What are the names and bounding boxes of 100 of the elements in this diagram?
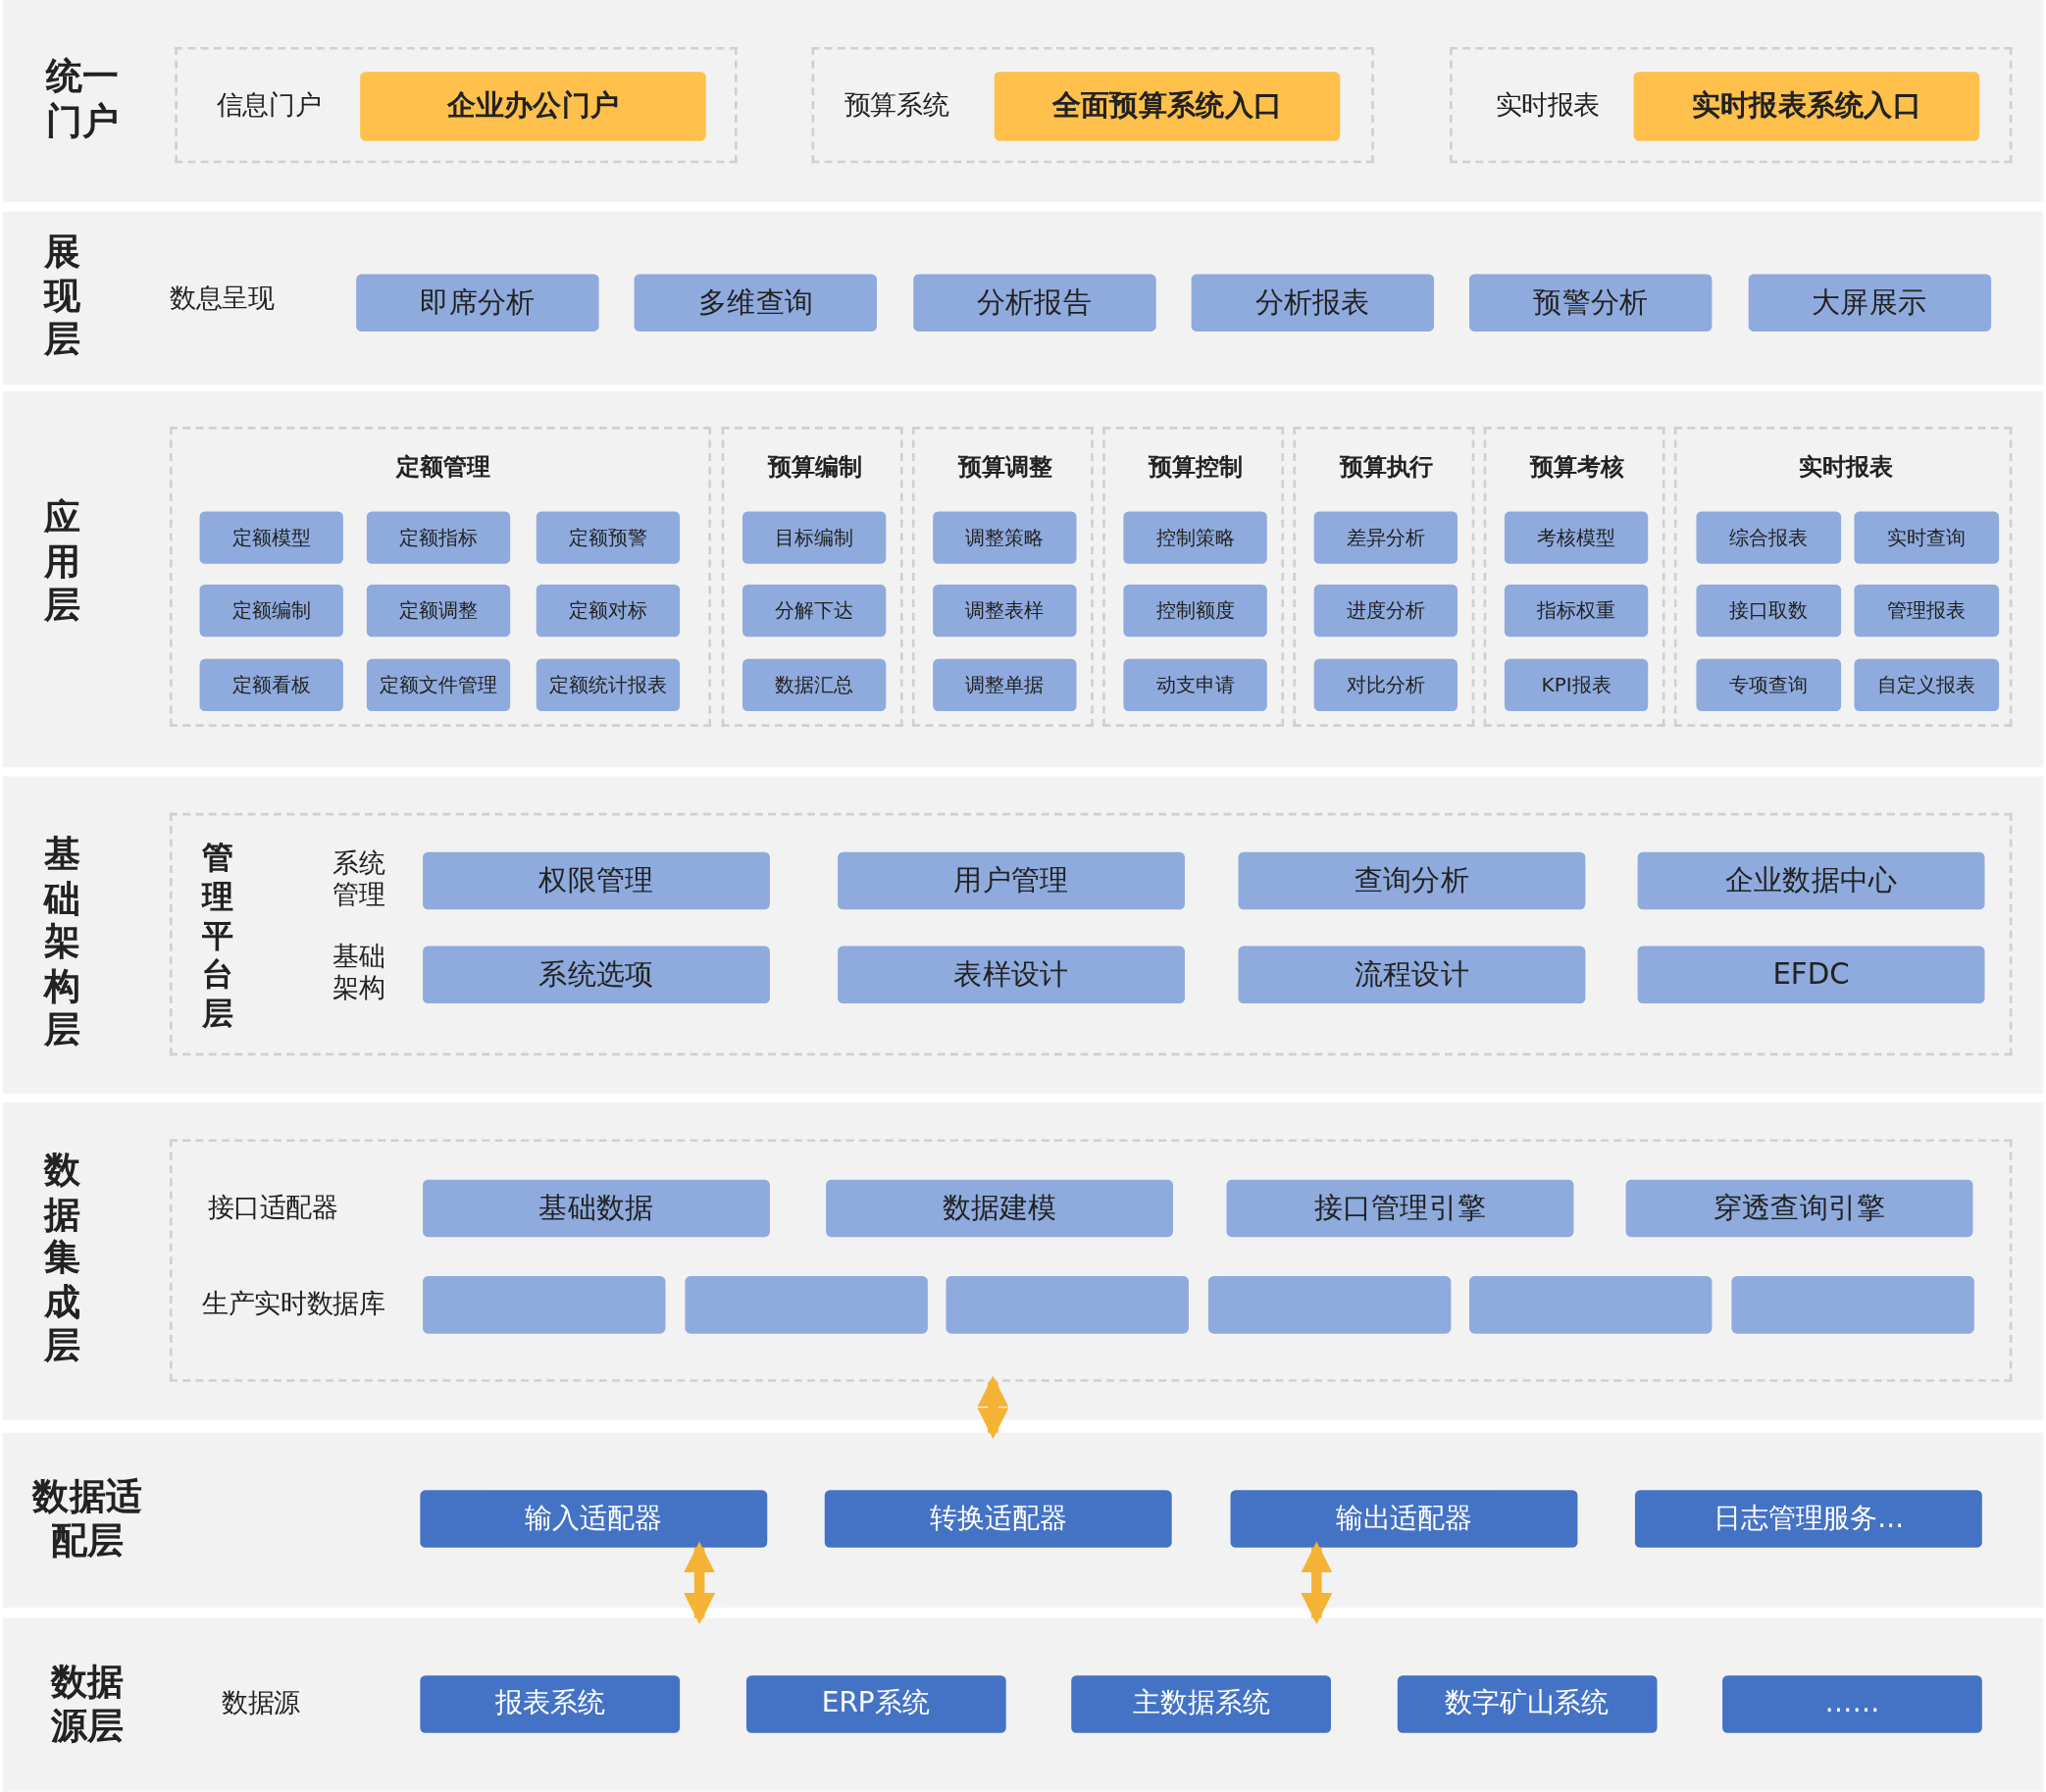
layer-title: 展现层 bbox=[42, 230, 82, 362]
layer-band bbox=[2, 1102, 2044, 1420]
module-box: 定额预警 bbox=[536, 511, 681, 564]
layer-band bbox=[2, 211, 2044, 385]
module-box: 定额模型 bbox=[199, 511, 343, 564]
module-box bbox=[685, 1276, 928, 1334]
module-box: 考核模型 bbox=[1504, 511, 1649, 564]
group-heading: 预算调整 bbox=[956, 451, 1053, 483]
dashed-group-frame bbox=[175, 46, 738, 164]
portal-button: 实时报表系统入口 bbox=[1633, 72, 1980, 141]
group-heading: 预算控制 bbox=[1147, 451, 1245, 483]
module-box: 定额看板 bbox=[199, 658, 343, 712]
group-heading: 预算考核 bbox=[1528, 451, 1625, 483]
layer-band bbox=[2, 391, 2044, 768]
double-arrow bbox=[1301, 1541, 1333, 1625]
layer-title: 统一门户 bbox=[44, 54, 121, 143]
module-box: 管理报表 bbox=[1854, 585, 2000, 638]
group-title: 管理平台层 bbox=[200, 838, 235, 1034]
module-box: 分解下达 bbox=[742, 585, 887, 638]
module-box: 输入适配器 bbox=[420, 1490, 768, 1548]
module-box: 主数据系统 bbox=[1071, 1675, 1331, 1733]
module-box: 预警分析 bbox=[1469, 274, 1713, 332]
module-box: 综合报表 bbox=[1696, 511, 1842, 564]
module-box: 自定义报表 bbox=[1854, 658, 2000, 712]
module-box: 指标权重 bbox=[1504, 585, 1649, 638]
module-box: 穿透查询引擎 bbox=[1625, 1179, 1973, 1238]
module-box: KPI报表 bbox=[1504, 658, 1649, 712]
layer-band bbox=[2, 0, 2044, 203]
module-box: 系统选项 bbox=[423, 946, 770, 1004]
dashed-group-frame bbox=[1450, 46, 2013, 164]
double-arrow bbox=[684, 1541, 716, 1625]
row-label: 接口适配器 bbox=[207, 1191, 339, 1223]
dashed-group-frame bbox=[1673, 427, 2013, 727]
dashed-group-frame bbox=[1293, 427, 1475, 727]
row-label: 生产实时数据库 bbox=[202, 1288, 386, 1319]
module-box: 定额调整 bbox=[366, 585, 511, 638]
row-label: 数息呈现 bbox=[169, 282, 276, 314]
module-box: 接口管理引擎 bbox=[1226, 1179, 1574, 1238]
layer-band bbox=[2, 776, 2044, 1094]
layer-title: 应用层 bbox=[42, 495, 82, 628]
dashed-group-frame bbox=[911, 427, 1094, 727]
module-box: 用户管理 bbox=[838, 851, 1185, 910]
group-heading: 预算执行 bbox=[1338, 451, 1435, 483]
module-box: 对比分析 bbox=[1313, 658, 1458, 712]
row-label: 基础架构 bbox=[332, 941, 386, 1004]
module-box: 数字矿山系统 bbox=[1397, 1675, 1657, 1733]
portal-button: 全面预算系统入口 bbox=[994, 72, 1341, 141]
row-label: 数据源 bbox=[222, 1687, 301, 1719]
module-box: 转换适配器 bbox=[824, 1490, 1172, 1548]
module-box: …… bbox=[1722, 1675, 1982, 1733]
module-box: 定额编制 bbox=[199, 585, 343, 638]
dashed-group-frame bbox=[1102, 427, 1285, 727]
module-box: 接口取数 bbox=[1696, 585, 1842, 638]
module-box: 控制策略 bbox=[1123, 511, 1267, 564]
group-label: 信息门户 bbox=[216, 88, 323, 121]
module-box: 调整表样 bbox=[933, 585, 1077, 638]
dashed-group-frame bbox=[811, 46, 1374, 164]
double-arrow bbox=[977, 1375, 1009, 1440]
group-heading: 预算编制 bbox=[766, 451, 863, 483]
module-box: 即席分析 bbox=[356, 274, 599, 332]
module-box bbox=[1207, 1276, 1452, 1334]
module-box: 动支申请 bbox=[1123, 658, 1267, 712]
module-box: 表样设计 bbox=[838, 946, 1185, 1004]
module-box: ERP系统 bbox=[745, 1675, 1006, 1733]
group-heading: 实时报表 bbox=[1797, 451, 1894, 483]
module-box: 调整策略 bbox=[933, 511, 1077, 564]
module-box: 报表系统 bbox=[420, 1675, 681, 1733]
module-box: 大屏展示 bbox=[1748, 274, 1991, 332]
dashed-group-frame bbox=[1483, 427, 1665, 727]
layer-title: 数据源层 bbox=[49, 1660, 126, 1748]
dashed-group-frame bbox=[169, 427, 712, 727]
module-box: 定额文件管理 bbox=[366, 658, 511, 712]
module-box: 日志管理服务... bbox=[1634, 1490, 1982, 1548]
module-box: 数据建模 bbox=[826, 1179, 1173, 1238]
layer-band bbox=[2, 1432, 2044, 1608]
module-box: 查询分析 bbox=[1238, 851, 1586, 910]
group-heading: 定额管理 bbox=[394, 451, 491, 483]
dashed-group-frame bbox=[169, 1139, 2013, 1382]
layer-title: 数据集成层 bbox=[42, 1148, 82, 1368]
module-box: 控制额度 bbox=[1123, 585, 1267, 638]
layer-title: 基础架构层 bbox=[42, 832, 82, 1052]
dashed-group-frame bbox=[721, 427, 903, 727]
module-box: 目标编制 bbox=[742, 511, 887, 564]
module-box: 分析报表 bbox=[1191, 274, 1434, 332]
module-box: 企业数据中心 bbox=[1637, 851, 1985, 910]
dashed-group-frame bbox=[169, 812, 2013, 1056]
module-box bbox=[1469, 1276, 1713, 1334]
row-label: 系统管理 bbox=[332, 846, 386, 910]
module-box: 流程设计 bbox=[1238, 946, 1586, 1004]
module-box: 实时查询 bbox=[1854, 511, 2000, 564]
module-box: 定额统计报表 bbox=[536, 658, 681, 712]
module-box: 定额对标 bbox=[536, 585, 681, 638]
module-box: 进度分析 bbox=[1313, 585, 1458, 638]
module-box bbox=[423, 1276, 666, 1334]
module-box: EFDC bbox=[1637, 946, 1985, 1004]
module-box bbox=[946, 1276, 1189, 1334]
group-label: 预算系统 bbox=[844, 88, 950, 121]
module-box: 多维查询 bbox=[634, 274, 878, 332]
module-box: 定额指标 bbox=[366, 511, 511, 564]
module-box: 调整单据 bbox=[933, 658, 1077, 712]
